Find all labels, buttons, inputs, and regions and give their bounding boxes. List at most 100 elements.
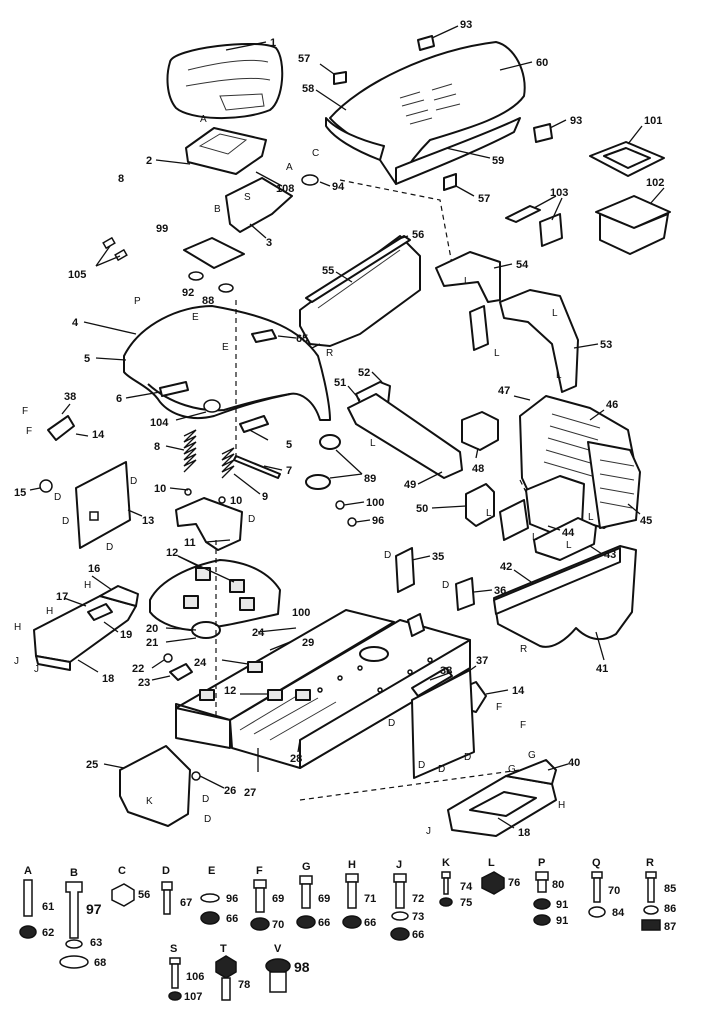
- callout: 37: [476, 655, 488, 667]
- callout: 38: [64, 391, 76, 403]
- washer-icon: [188, 271, 204, 281]
- letter-label: D: [204, 814, 211, 825]
- key-part-number: 97: [86, 901, 102, 917]
- key-part-number: 63: [90, 937, 102, 949]
- bolt-icon: [163, 889, 171, 915]
- letter-label: F: [520, 720, 526, 731]
- letter-label: D: [248, 514, 255, 525]
- rod: [257, 627, 297, 633]
- key-letter: F: [256, 865, 263, 877]
- callout: 6: [116, 393, 122, 405]
- letter-label: D: [438, 764, 445, 775]
- gauge-icon: [203, 399, 221, 413]
- callout: 19: [120, 629, 132, 641]
- key-letter: J: [396, 859, 402, 871]
- washer-icon: [59, 955, 89, 969]
- washer-icon: [218, 283, 234, 293]
- rod: [233, 455, 281, 479]
- seat-bracket: [185, 127, 293, 233]
- slot-icon: [89, 511, 99, 521]
- bolt-icon: [347, 881, 357, 909]
- callout: 8: [118, 173, 124, 185]
- key-part-number: 56: [138, 889, 150, 901]
- key-letter: A: [24, 865, 32, 877]
- side-plate: [411, 669, 475, 779]
- letter-label: D: [54, 492, 61, 503]
- rear-body: [519, 395, 641, 561]
- letter-label: J: [34, 664, 39, 675]
- key-letter: E: [208, 865, 215, 877]
- key-part-number: 74: [460, 881, 473, 893]
- key-letter: C: [118, 865, 126, 877]
- callout: 41: [596, 663, 608, 675]
- letter-label: L: [486, 508, 492, 519]
- callout: 93: [570, 115, 582, 127]
- letter-label: J: [14, 656, 19, 667]
- bolt-icon: [269, 971, 287, 993]
- letter-label: C: [312, 148, 319, 159]
- letter-label: H: [558, 800, 565, 811]
- key-letter: T: [220, 943, 227, 955]
- support-rail: [347, 393, 463, 479]
- letter-label: D: [464, 752, 471, 763]
- callout: 88: [202, 295, 214, 307]
- bracket: [435, 251, 501, 303]
- bolt-icon: [537, 879, 547, 893]
- letter-label: G: [508, 764, 516, 775]
- decal: [443, 173, 457, 191]
- battery-tray: [589, 141, 665, 177]
- callout: 29: [302, 637, 314, 649]
- bolt-icon: [301, 883, 311, 909]
- washer-icon: [643, 905, 659, 915]
- bolt-icon: [191, 771, 201, 781]
- letter-label: A: [286, 162, 293, 173]
- seat: [166, 43, 284, 120]
- callout: 13: [142, 515, 154, 527]
- letter-label: D: [384, 550, 391, 561]
- letter-label: F: [26, 426, 32, 437]
- callout: 65: [296, 333, 308, 345]
- bolt-icon: [645, 871, 657, 879]
- key-letter: B: [70, 867, 78, 879]
- bolt-icon: [65, 881, 83, 939]
- pin-icon: [163, 653, 173, 663]
- bracket: [395, 547, 415, 593]
- key-part-number: 86: [664, 903, 676, 915]
- bracket: [465, 483, 495, 527]
- key-part-number: 66: [412, 929, 424, 941]
- side-plate: [75, 461, 131, 549]
- callout: 17: [56, 591, 68, 603]
- key-part-number: 73: [412, 911, 424, 923]
- callout: 96: [372, 515, 384, 527]
- callout: 59: [492, 155, 504, 167]
- battery-box: [595, 195, 671, 255]
- bracket: [239, 415, 269, 433]
- key-part-number: 67: [180, 897, 192, 909]
- callout: 5: [286, 439, 292, 451]
- callout: 35: [432, 551, 444, 563]
- letter-label: S: [244, 192, 251, 203]
- pedal-arm: [169, 663, 193, 681]
- letter-label: L: [552, 308, 558, 319]
- callout: 10: [154, 483, 166, 495]
- spring: [221, 447, 235, 479]
- callout: 50: [416, 503, 428, 515]
- bracket: [455, 577, 475, 611]
- seat-mount-plate: [183, 237, 245, 269]
- letter-label: E: [222, 342, 229, 353]
- nut-icon: [200, 911, 220, 925]
- callout: 4: [72, 317, 79, 329]
- callout: 94: [332, 181, 345, 193]
- cup-holder: [461, 411, 499, 451]
- hardware-key-labels: A 61 62 B 97 63 68 C 56 D 67 E 96 66 F 6…: [24, 857, 676, 1003]
- nut-icon: [641, 919, 661, 931]
- callout: 24: [194, 657, 207, 669]
- bolt-icon: [345, 873, 359, 883]
- letter-label: H: [14, 622, 21, 633]
- rear-fender-panel: [493, 545, 637, 648]
- letter-label: R: [520, 644, 527, 655]
- callout: 12: [224, 685, 236, 697]
- callout: 2: [146, 155, 152, 167]
- bolt-icon: [23, 879, 33, 917]
